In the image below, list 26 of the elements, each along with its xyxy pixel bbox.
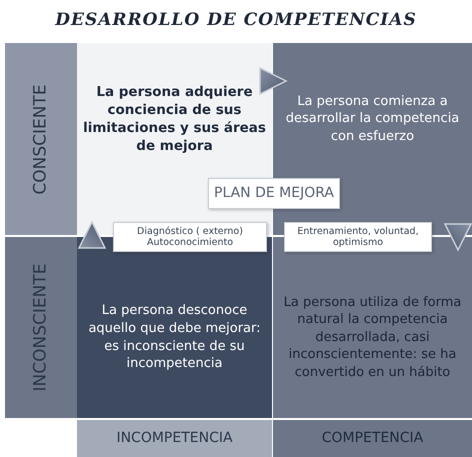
box-label: Diagnóstico ( externo) Autoconocimiento	[136, 226, 244, 248]
description-text: La persona desconoce aquello que debe mejorar: es inconsciente de su incompetencia	[87, 302, 262, 373]
quadrant-box	[77, 237, 272, 418]
triangle-arrow	[78, 221, 106, 249]
triangle-arrow	[444, 223, 472, 251]
axis-band	[5, 43, 77, 235]
description-text: COMPETENCIA	[322, 429, 424, 448]
box-label: Entrenamiento, voluntad, optimismo	[296, 226, 420, 248]
axis-band	[5, 237, 77, 418]
description-text: INCOMPETENCIA	[116, 429, 233, 448]
triangle-arrow	[259, 67, 287, 95]
description-text: La persona adquiere conciencia de sus limitaciones y sus áreas de mejora	[83, 82, 266, 156]
quadrant-box	[273, 43, 472, 235]
diagram-title: DESARROLLO DE COMPETENCIAS	[54, 10, 418, 30]
label-box	[208, 178, 340, 209]
axis-band	[273, 420, 472, 457]
label-box	[284, 222, 432, 252]
box-label: PLAN DE MEJORA	[214, 185, 334, 202]
axis-label: CONSCIENTE	[30, 84, 52, 194]
axis-label: INCONSCIENTE	[30, 264, 52, 392]
axis-band	[77, 420, 272, 457]
quadrant-box	[77, 43, 272, 235]
description-text: La persona comienza a desarrollar la competencia con esfuerzo	[284, 92, 460, 146]
quadrant-box	[273, 237, 472, 418]
description-text: La persona utiliza de forma natural la competencia desarrollada, casi inconscientemente: se ha convertido en un hábito	[282, 294, 462, 382]
label-box	[113, 222, 267, 252]
